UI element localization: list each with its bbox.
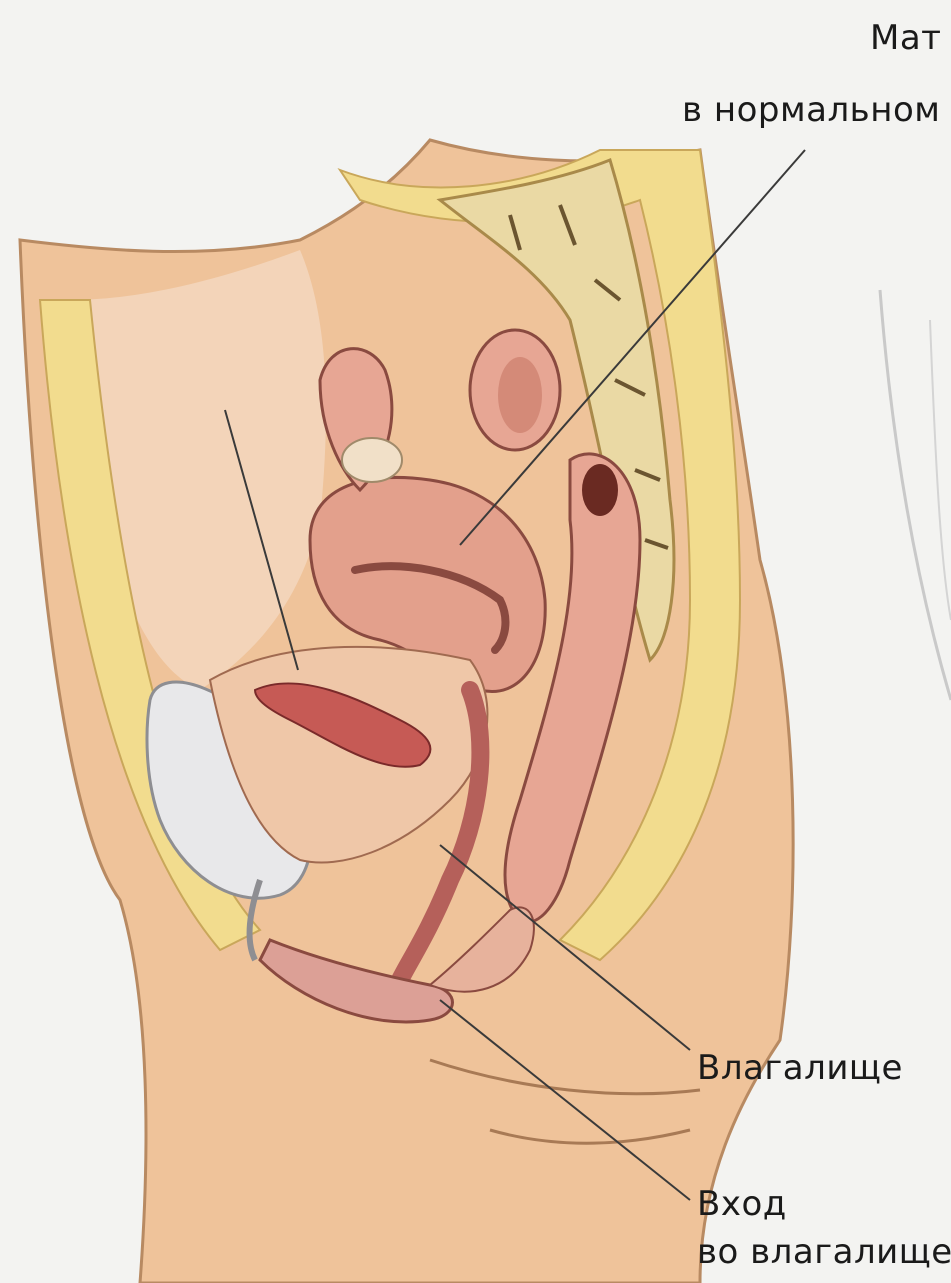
label-vagina: Влагалище bbox=[697, 1048, 903, 1088]
label-entrance-line1: Вход bbox=[697, 1184, 787, 1224]
rectum-opening bbox=[582, 464, 618, 516]
label-uterus-line1: Мат bbox=[870, 18, 941, 58]
label-entrance-line2: во влагалище bbox=[697, 1232, 951, 1272]
ovary bbox=[342, 438, 402, 482]
sigmoid-inner bbox=[498, 357, 542, 433]
second-figure-outline-2 bbox=[930, 320, 951, 620]
label-uterus-line2: в нормальном bbox=[682, 90, 940, 130]
second-figure-outline bbox=[880, 290, 951, 700]
